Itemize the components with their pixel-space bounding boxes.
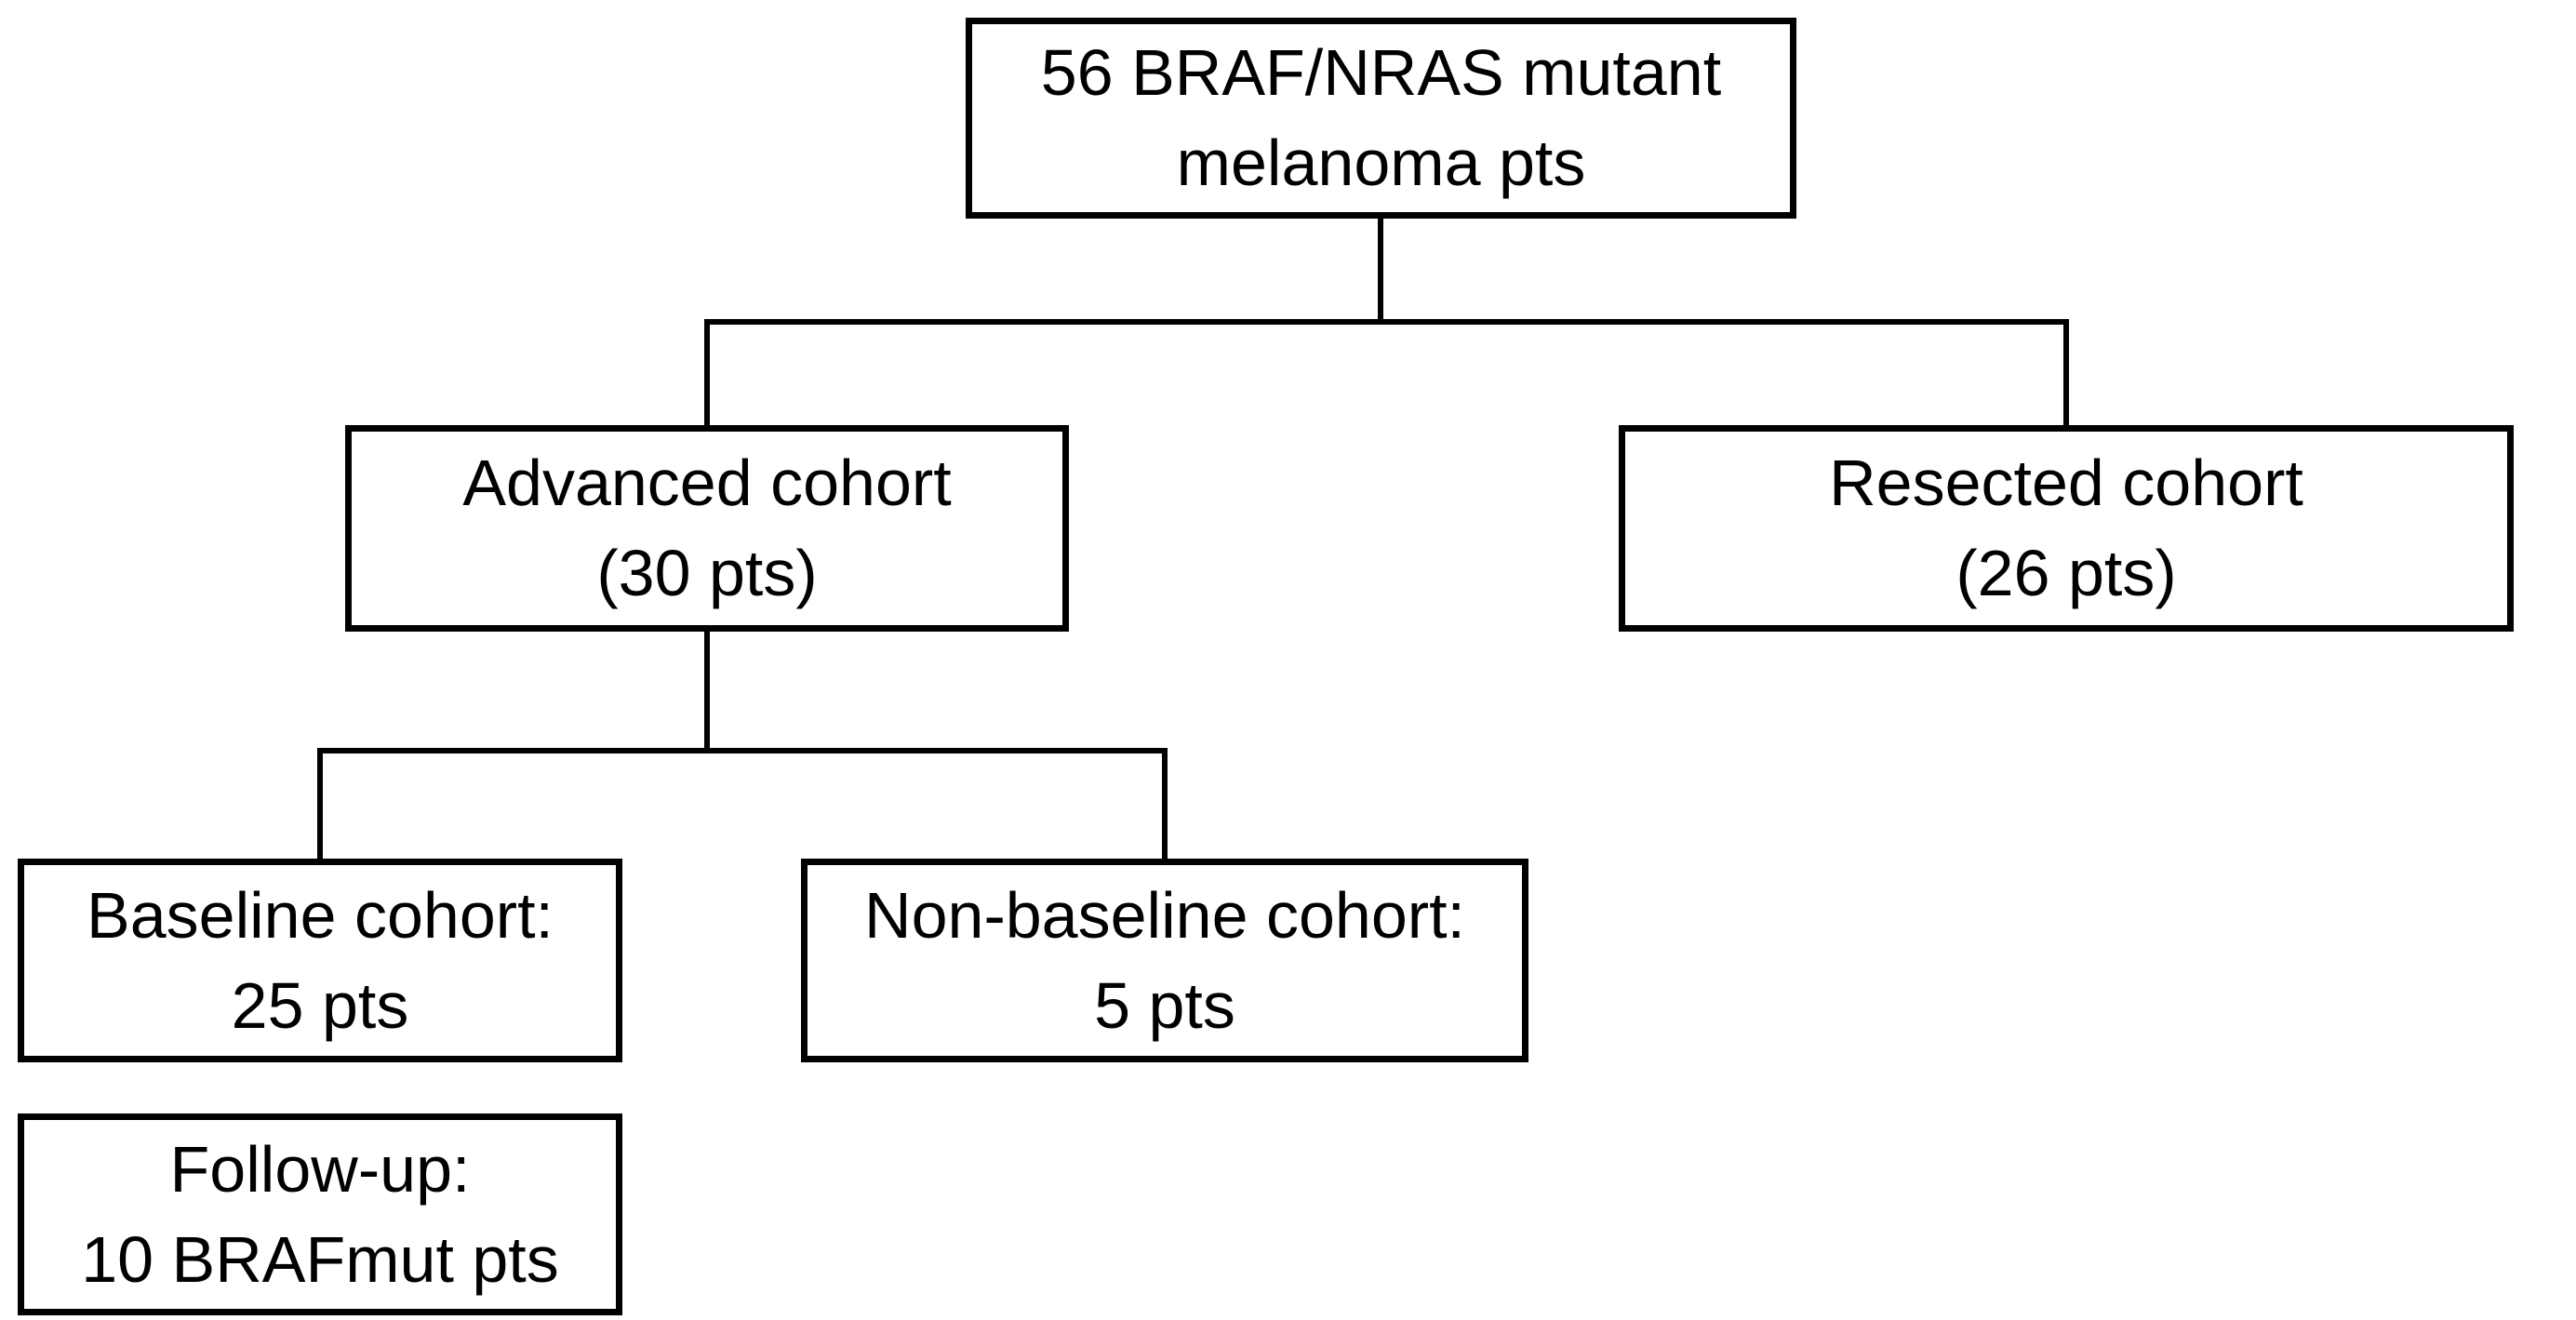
- connector-advanced-stem: [704, 632, 710, 753]
- node-advanced-cohort-line1: Advanced cohort: [462, 447, 952, 520]
- node-baseline-cohort-line2: 25 pts: [231, 968, 409, 1042]
- node-advanced-cohort-line2: (30 pts): [596, 537, 818, 609]
- connector-level2-horizontal: [317, 748, 1168, 753]
- connector-resected-drop: [2063, 319, 2069, 429]
- node-total-patients: 56 BRAF/NRAS mutant melanoma pts: [966, 18, 1796, 219]
- node-resected-cohort: Resected cohort (26 pts): [1619, 425, 2514, 632]
- node-follow-up-line1: Follow-up:: [169, 1132, 471, 1206]
- node-non-baseline-cohort-line2: 5 pts: [1094, 968, 1235, 1042]
- node-total-patients-line2: melanoma pts: [1176, 127, 1586, 199]
- connector-baseline-drop: [317, 748, 323, 860]
- node-resected-cohort-line1: Resected cohort: [1829, 447, 2303, 520]
- node-resected-cohort-line2: (26 pts): [1955, 537, 2177, 609]
- node-baseline-cohort: Baseline cohort: 25 pts: [18, 859, 622, 1062]
- node-follow-up-line2: 10 BRAFmut pts: [81, 1222, 559, 1296]
- node-advanced-cohort: Advanced cohort (30 pts): [345, 425, 1069, 632]
- connector-level1-horizontal: [704, 319, 2069, 325]
- node-non-baseline-cohort: Non-baseline cohort: 5 pts: [801, 859, 1528, 1062]
- connector-root-stem: [1378, 219, 1383, 325]
- connector-advanced-drop: [704, 319, 710, 429]
- node-total-patients-line1: 56 BRAF/NRAS mutant: [1040, 36, 1722, 110]
- connector-non-baseline-drop: [1162, 748, 1168, 860]
- node-follow-up: Follow-up: 10 BRAFmut pts: [18, 1113, 622, 1315]
- node-baseline-cohort-line1: Baseline cohort:: [87, 878, 554, 952]
- node-non-baseline-cohort-line1: Non-baseline cohort:: [864, 878, 1465, 952]
